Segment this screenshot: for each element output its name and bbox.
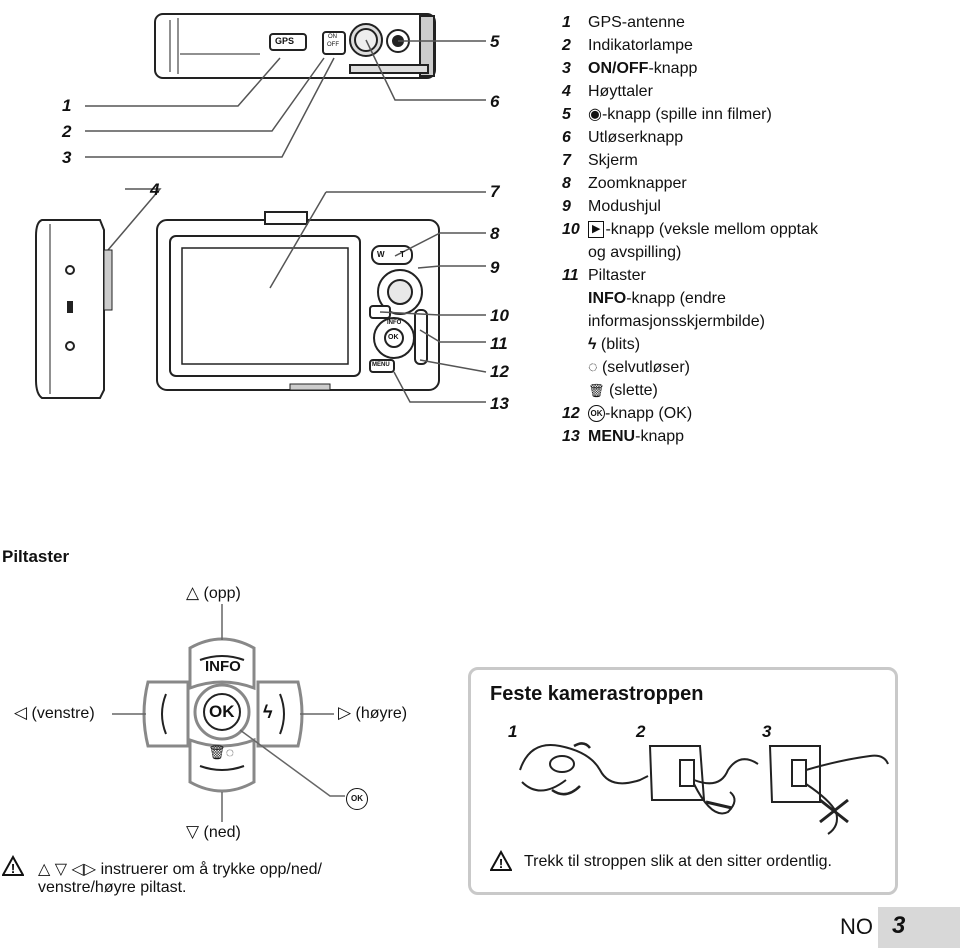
info-small-label: INFO xyxy=(387,320,402,326)
callout-12: 12 xyxy=(490,362,509,381)
dpad-down-label: ▽ (ned) xyxy=(186,822,241,841)
page-number-box xyxy=(878,907,960,948)
strap-step-3: 3 xyxy=(762,722,772,741)
strap-step3-illustration xyxy=(768,745,889,835)
sub-delete: 🗑 (slette) xyxy=(588,382,658,399)
callout-3: 3 xyxy=(62,148,72,167)
movie-record-icon: ◉ xyxy=(588,106,602,123)
dpad-left-label: ◁ (venstre) xyxy=(14,703,95,722)
dpad-info-button: INFO xyxy=(205,658,241,675)
ok-small-label: OK xyxy=(388,334,399,341)
zoom-t-label: T xyxy=(400,250,405,259)
warning-icon: ! xyxy=(1,854,25,877)
dpad-up-label: △ (opp) xyxy=(186,583,241,602)
triangle-down-icon: ▽ xyxy=(186,822,200,841)
off-label: OFF xyxy=(327,42,339,48)
strap-note: Trekk til stroppen slik at den sitter or… xyxy=(524,853,832,870)
strap-step-2: 2 xyxy=(636,722,646,741)
sub-info: INFO-knapp (endre xyxy=(588,290,726,307)
selftimer-icon: ◌ xyxy=(588,359,598,376)
strap-step1-illustration xyxy=(519,742,649,796)
callout-2: 2 xyxy=(62,122,72,141)
callout-9: 9 xyxy=(490,258,500,277)
triangle-up-icon: △ xyxy=(186,583,200,602)
callout-6: 6 xyxy=(490,92,500,111)
callout-11: 11 xyxy=(490,334,508,353)
callout-8: 8 xyxy=(490,224,500,243)
part-row-cont: og avspilling) xyxy=(588,244,682,261)
dpad-right-label: ▷ (høyre) xyxy=(338,703,408,722)
dpad-note: △ ▽ ◁▷ instruerer om å trykke opp/ned/ xyxy=(38,861,322,878)
strap-box xyxy=(468,667,898,895)
triangle-right-icon: ▷ xyxy=(338,703,352,722)
dpad-flash-icon: ϟ xyxy=(263,702,273,722)
strap-step2-illustration xyxy=(648,745,759,815)
sub-selftimer: ◌ (selvutløser) xyxy=(588,359,690,376)
ok-icon: OK xyxy=(588,405,605,422)
callout-1: 1 xyxy=(62,96,72,115)
part-row: 5◉-knapp (spille inn filmer) xyxy=(562,103,952,126)
sub-info-cont: informasjonsskjermbilde) xyxy=(588,313,765,330)
dpad-ok-button: OK xyxy=(209,702,235,721)
arrows-icon: △ ▽ ◁▷ xyxy=(38,861,97,878)
callout-5: 5 xyxy=(490,32,500,51)
gps-label: GPS xyxy=(275,36,295,46)
dpad-note-cont: venstre/høyre piltast. xyxy=(38,879,187,896)
callout-13: 13 xyxy=(490,394,509,413)
triangle-left-icon: ◁ xyxy=(14,703,28,722)
camera-back-view xyxy=(156,211,440,391)
flash-icon: ϟ xyxy=(588,336,597,353)
camera-top-view xyxy=(154,13,436,79)
playback-icon: ▶ xyxy=(588,221,605,238)
warning-icon: ! xyxy=(489,849,513,872)
callout-7: 7 xyxy=(490,182,500,201)
page-number: 3 xyxy=(892,912,906,939)
strap-step-1: 1 xyxy=(508,722,518,741)
svg-text:!: ! xyxy=(499,856,503,871)
part-row: 10▶-knapp (veksle mellom opptak xyxy=(562,221,819,238)
on-label: ON xyxy=(328,34,337,40)
zoom-w-label: W xyxy=(377,250,385,259)
sub-flash: ϟ (blits) xyxy=(588,336,641,353)
callout-4: 4 xyxy=(150,180,160,199)
camera-side-view xyxy=(35,219,113,399)
trash-icon: 🗑 xyxy=(588,383,605,398)
svg-text:!: ! xyxy=(11,861,15,876)
dpad-trash-selftimer-icon: 🗑◌ xyxy=(208,744,235,760)
piltaster-title: Piltaster xyxy=(2,547,70,566)
dpad-ok-callout-icon: OK xyxy=(346,788,368,810)
callout-10: 10 xyxy=(490,306,509,325)
menu-small-label: MENU xyxy=(372,362,390,368)
strap-title: Feste kamerastroppen xyxy=(490,683,704,705)
dpad-diagram xyxy=(142,637,304,793)
language-label: NO xyxy=(840,914,873,939)
